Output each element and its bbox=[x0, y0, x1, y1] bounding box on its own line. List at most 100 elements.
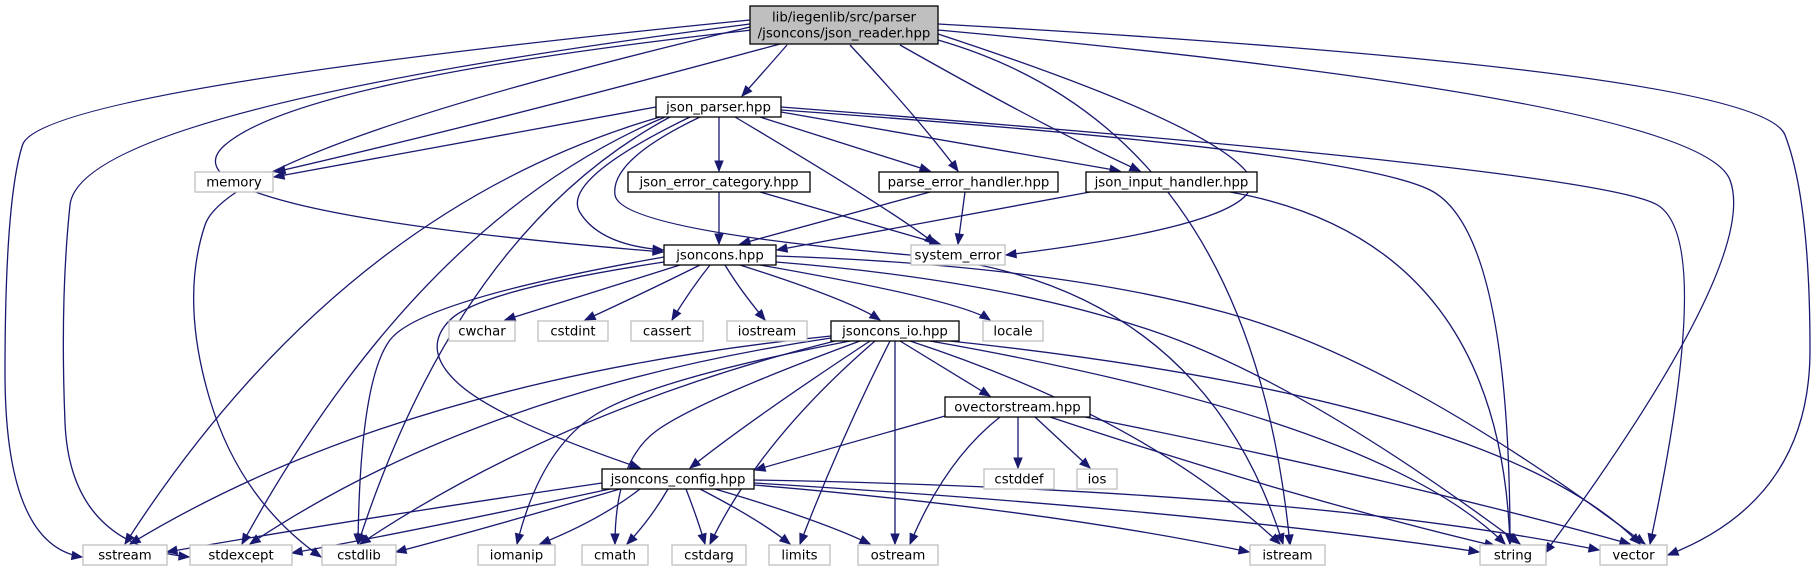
edge-line bbox=[899, 44, 1141, 172]
node-memory: memory bbox=[194, 171, 274, 193]
edge-jsoncons-to-cstdint bbox=[583, 264, 701, 321]
node-box bbox=[194, 171, 274, 193]
node-box bbox=[321, 544, 397, 566]
node-box bbox=[655, 96, 782, 118]
node-label: limits bbox=[781, 549, 817, 564]
node-label: /jsoncons/json_reader.hpp bbox=[758, 27, 931, 42]
edge-json_parser-to-json_error_category bbox=[714, 117, 724, 173]
edge-arrowhead bbox=[1587, 543, 1601, 553]
edge-arrowhead bbox=[918, 163, 932, 173]
edge-arrowhead bbox=[272, 170, 286, 180]
node-jsoncons_config[interactable]: jsoncons_config.hpp bbox=[601, 468, 755, 490]
node-root[interactable]: lib/iegenlib/src/parser/jsoncons/json_re… bbox=[749, 5, 939, 45]
node-box bbox=[982, 320, 1044, 342]
edge-root-to-system_error bbox=[937, 33, 1252, 259]
edge-line bbox=[504, 264, 681, 321]
edge-arrowhead bbox=[978, 386, 992, 397]
edge-jsoncons_config-to-limits bbox=[699, 488, 792, 545]
edge-line bbox=[395, 488, 621, 553]
edge-parse_error_handler-to-jsoncons bbox=[738, 191, 931, 246]
edge-line bbox=[775, 255, 1646, 545]
edge-arrowhead bbox=[1629, 533, 1641, 545]
node-label: parse_error_handler.hpp bbox=[888, 176, 1050, 191]
node-box bbox=[448, 320, 516, 342]
edge-line bbox=[709, 340, 876, 545]
edge-arrowhead bbox=[583, 311, 597, 321]
edge-root-to-vector bbox=[937, 23, 1811, 556]
node-jsoncons[interactable]: jsoncons.hpp bbox=[663, 244, 777, 266]
node-system_error: system_error bbox=[910, 244, 1006, 266]
node-box bbox=[671, 544, 747, 566]
node-vector: vector bbox=[1599, 544, 1668, 566]
edge-arrowhead bbox=[1013, 457, 1023, 470]
edge-line bbox=[273, 106, 657, 178]
node-jsoncons_io[interactable]: jsoncons_io.hpp bbox=[830, 320, 960, 342]
edge-arrowhead bbox=[753, 462, 767, 472]
edge-json_parser-to-memory bbox=[272, 106, 657, 180]
node-parse_error_handler[interactable]: parse_error_handler.hpp bbox=[878, 171, 1059, 193]
edge-arrowhead bbox=[309, 547, 323, 558]
edge-line bbox=[949, 340, 1641, 545]
node-json_input_handler[interactable]: json_input_handler.hpp bbox=[1085, 171, 1258, 193]
node-box bbox=[910, 244, 1006, 266]
edge-line bbox=[614, 340, 861, 545]
edge-arrowhead bbox=[1275, 532, 1285, 546]
node-sstream: sstream bbox=[82, 544, 168, 566]
node-stdexcept: stdexcept bbox=[189, 544, 293, 566]
node-ios: ios bbox=[1076, 468, 1118, 490]
node-label: iomanip bbox=[490, 549, 544, 564]
edge-line bbox=[909, 416, 1001, 545]
edge-ovectorstream-to-ostream bbox=[909, 416, 1001, 546]
edge-json_parser-to-jsoncons bbox=[576, 116, 691, 254]
edge-arrowhead bbox=[741, 85, 753, 98]
node-box bbox=[663, 244, 777, 266]
edge-jsoncons_config-to-cstdarg bbox=[685, 488, 707, 546]
node-ovectorstream[interactable]: ovectorstream.hpp bbox=[944, 396, 1091, 418]
edge-jsoncons_io-to-ovectorstream bbox=[899, 340, 992, 397]
node-label: cstdlib bbox=[337, 549, 381, 564]
edge-jsoncons-to-cstdlib bbox=[353, 256, 665, 546]
edge-line bbox=[129, 335, 832, 545]
edge-line bbox=[937, 29, 1735, 554]
edge-line bbox=[124, 116, 661, 545]
node-label: jsoncons.hpp bbox=[675, 249, 764, 264]
edge-arrowhead bbox=[1079, 457, 1091, 469]
edge-line bbox=[753, 482, 1480, 553]
node-box bbox=[1249, 544, 1326, 566]
edge-json_parser-to-istream bbox=[614, 116, 1285, 546]
node-label: system_error bbox=[915, 249, 1002, 264]
edge-line bbox=[759, 264, 991, 321]
edge-line bbox=[754, 415, 946, 471]
node-box bbox=[1599, 544, 1668, 566]
edge-arrowhead bbox=[890, 533, 900, 546]
edge-arrowhead bbox=[353, 533, 363, 546]
node-label: cwchar bbox=[458, 325, 506, 340]
node-label: cassert bbox=[643, 325, 691, 340]
edge-jsoncons_io-to-limits bbox=[799, 340, 891, 546]
edge-line bbox=[241, 116, 666, 545]
edge-jsoncons_io-to-sstream bbox=[128, 335, 832, 545]
edge-arrowhead bbox=[628, 460, 642, 470]
edge-line bbox=[1034, 416, 1091, 469]
node-ostream: ostream bbox=[857, 544, 939, 566]
edge-line bbox=[614, 116, 1284, 545]
node-label: string bbox=[1494, 549, 1532, 564]
node-box bbox=[878, 171, 1059, 193]
node-iostream: iostream bbox=[726, 320, 808, 342]
edge-json_parser-to-json_input_handler bbox=[780, 111, 1122, 174]
node-json_error_category[interactable]: json_error_category.hpp bbox=[627, 171, 811, 193]
edge-line bbox=[291, 488, 611, 554]
edge-root-to-json_parser bbox=[741, 44, 788, 98]
node-box bbox=[601, 468, 755, 490]
node-cstddef: cstddef bbox=[983, 468, 1055, 490]
edge-arrowhead bbox=[688, 457, 702, 469]
edge-line bbox=[357, 116, 671, 545]
edge-arrowhead bbox=[778, 533, 792, 545]
edge-arrowhead bbox=[714, 160, 724, 173]
edge-line bbox=[62, 23, 751, 558]
edge-line bbox=[937, 23, 1811, 556]
edge-arrowhead bbox=[858, 535, 872, 545]
node-cassert: cassert bbox=[630, 320, 704, 342]
edge-line bbox=[780, 109, 1511, 545]
node-json_parser[interactable]: json_parser.hpp bbox=[655, 96, 782, 118]
